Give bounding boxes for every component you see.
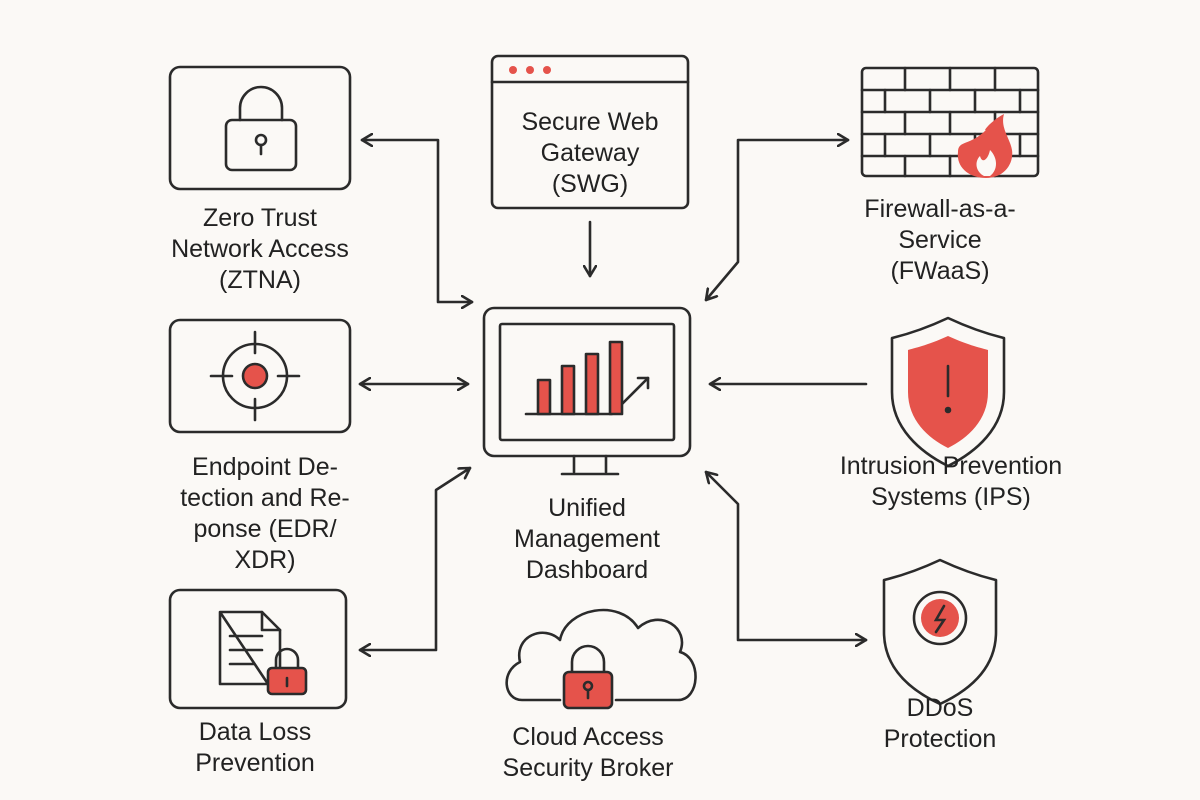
swg-box	[490, 54, 690, 210]
dlp-label: Data Loss Prevention	[150, 717, 360, 779]
ztna-label-line: Zero Trust	[203, 204, 317, 232]
dlp-box	[168, 588, 348, 710]
ztna-label: Zero Trust Network Access (ZTNA)	[150, 203, 370, 296]
ips-label-line: Systems (IPS)	[871, 483, 1031, 511]
cloud-lock-icon	[505, 608, 697, 702]
ips-label: Intrusion Prevention Systems (IPS)	[826, 451, 1076, 513]
ddos-label: DDoS Protection	[840, 693, 1040, 755]
swg-label-line: (SWG)	[551, 170, 629, 198]
casb-label-line: Cloud Access	[512, 723, 664, 751]
fwaas-label-line: (FWaaS)	[890, 257, 990, 285]
edr-label-line: ponse (EDR/	[193, 515, 337, 543]
ztna-label-line: (ZTNA)	[219, 266, 301, 294]
dashboard-label: Unified Management Dashboard	[487, 493, 687, 586]
dashboard-monitor	[482, 306, 692, 458]
ztna-box	[168, 65, 352, 191]
dashboard-label-line: Unified	[548, 494, 626, 522]
browser-window-icon	[490, 54, 690, 210]
ips-label-line: Intrusion Prevention	[839, 452, 1063, 480]
fwaas-label: Firewall-as-a- Service (FWaaS)	[830, 194, 1050, 287]
shield-lightning-icon	[882, 558, 998, 706]
padlock-icon	[224, 85, 298, 172]
edr-label-line: Endpoint De-	[192, 453, 338, 481]
ztna-label-line: Network Access	[171, 235, 349, 263]
edr-box	[168, 318, 352, 434]
connector-dlp-dashboard	[358, 466, 472, 650]
ddos-label-line: DDoS	[906, 694, 974, 722]
connector-fwaas-dashboard	[704, 140, 850, 302]
swg-label-line: Gateway	[540, 139, 640, 167]
edr-label-line: tection and Re-	[180, 484, 350, 512]
fwaas-label-line: Service	[898, 226, 982, 254]
swg-label: Secure Web Gateway (SWG)	[490, 107, 690, 200]
edr-label-line: XDR)	[234, 546, 296, 574]
crosshair-target-icon	[209, 330, 301, 422]
shield-alert-icon	[890, 316, 1006, 468]
firewall-flame-icon	[860, 66, 1040, 178]
swg-label-line: Secure Web	[521, 108, 659, 136]
casb-label: Cloud Access Security Broker	[478, 722, 698, 784]
dlp-label-line: Prevention	[195, 749, 315, 777]
connector-ztna-dashboard	[360, 140, 474, 302]
dashboard-label-line: Dashboard	[525, 556, 649, 584]
fwaas-label-line: Firewall-as-a-	[864, 195, 1016, 223]
ddos-label-line: Protection	[883, 725, 997, 753]
connector-ddos-dashboard	[704, 470, 868, 640]
dlp-label-line: Data Loss	[198, 718, 312, 746]
dashboard-label-line: Management	[514, 525, 660, 553]
casb-label-line: Security Broker	[502, 754, 674, 782]
document-lock-icon	[218, 610, 300, 686]
edr-label: Endpoint De- tection and Re- ponse (EDR/…	[150, 452, 380, 576]
